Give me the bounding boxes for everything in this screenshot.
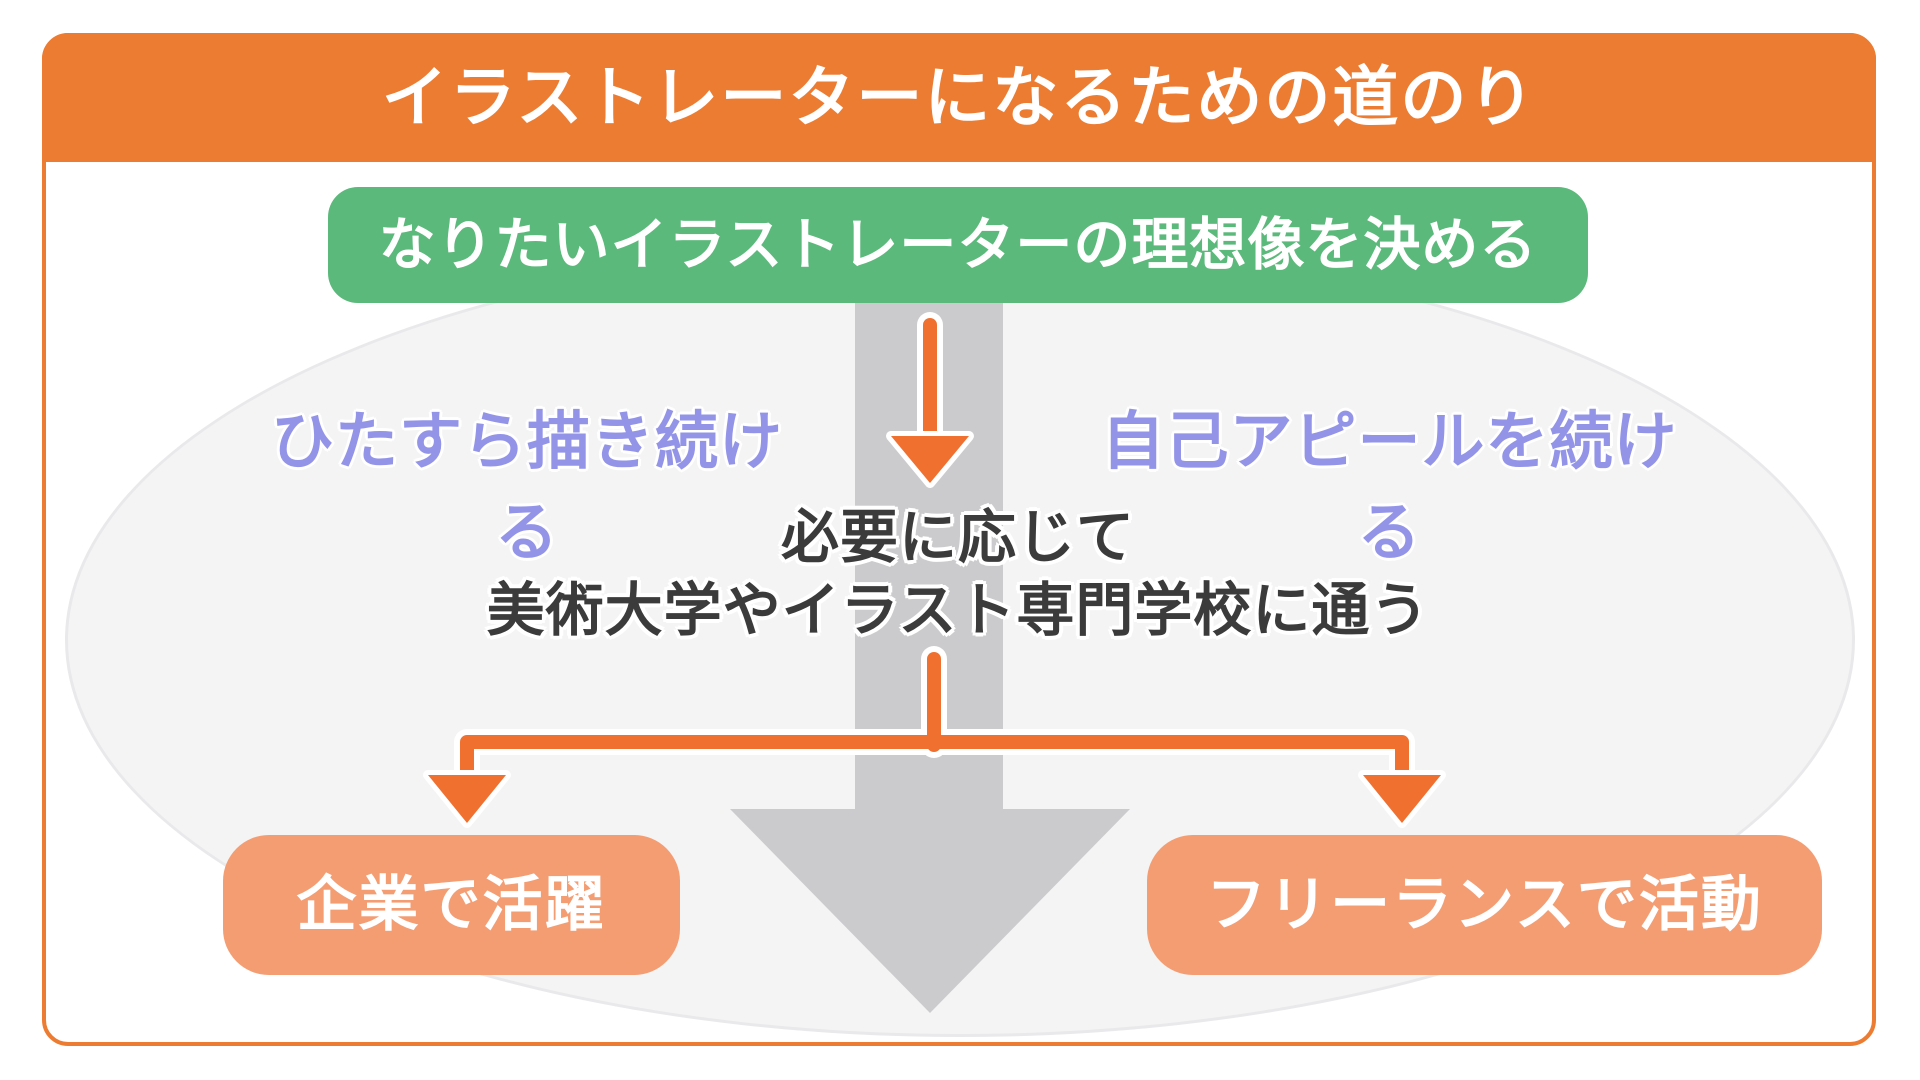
side-note-keep-drawing: ひたすら描き続ける <box>271 407 783 568</box>
right-branch-arrowhead-icon <box>1358 770 1446 828</box>
header-bar: イラストレーターになるための道のり <box>42 33 1876 162</box>
small-down-arrow-icon <box>886 312 974 488</box>
card: イラストレーターになるための道のり なりたいイラストレーターの理想像を決める <box>42 33 1876 1046</box>
middle-step-line2: 美術大学やイラスト専門学校に通う <box>486 578 1430 643</box>
middle-step: 必要に応じて 美術大学やイラスト専門学校に通う <box>434 501 1482 647</box>
branch-connector <box>423 646 1446 828</box>
side-note-self-promotion: 自己アピールを続ける <box>1101 407 1678 568</box>
outcome-box-freelance: フリーランスで活動 <box>1147 835 1822 975</box>
goal-box: なりたいイラストレーターの理想像を決める <box>328 187 1588 303</box>
middle-step-line1: 必要に応じて <box>780 505 1135 570</box>
outcome-box-company: 企業で活躍 <box>223 835 680 975</box>
page-title: イラストレーターになるための道のり <box>381 60 1537 134</box>
left-branch-arrowhead-icon <box>423 770 511 828</box>
goal-label: なりたいイラストレーターの理想像を決める <box>378 213 1538 277</box>
connector-arrows <box>423 312 1446 828</box>
big-flow-arrow-head <box>730 809 1130 1013</box>
